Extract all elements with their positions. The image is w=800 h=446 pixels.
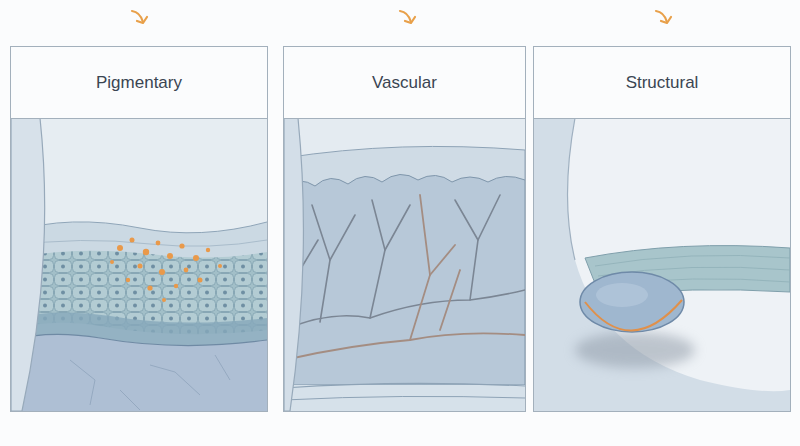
eye-structure <box>534 118 790 411</box>
panel-header: Pigmentary <box>11 47 267 119</box>
chevron-arrow <box>132 11 671 23</box>
panel-box: Vascular <box>283 46 526 412</box>
panel-title: Vascular <box>372 73 437 93</box>
panel-title: Structural <box>626 73 699 93</box>
vessel-network <box>284 118 525 411</box>
panel-box: Pigmentary <box>10 46 268 412</box>
skin-layers <box>11 118 267 411</box>
panel-header: Structural <box>534 47 790 119</box>
panel-box: Structural <box>533 46 791 412</box>
panel-title: Pigmentary <box>96 73 182 93</box>
panel-header: Vascular <box>284 47 525 119</box>
